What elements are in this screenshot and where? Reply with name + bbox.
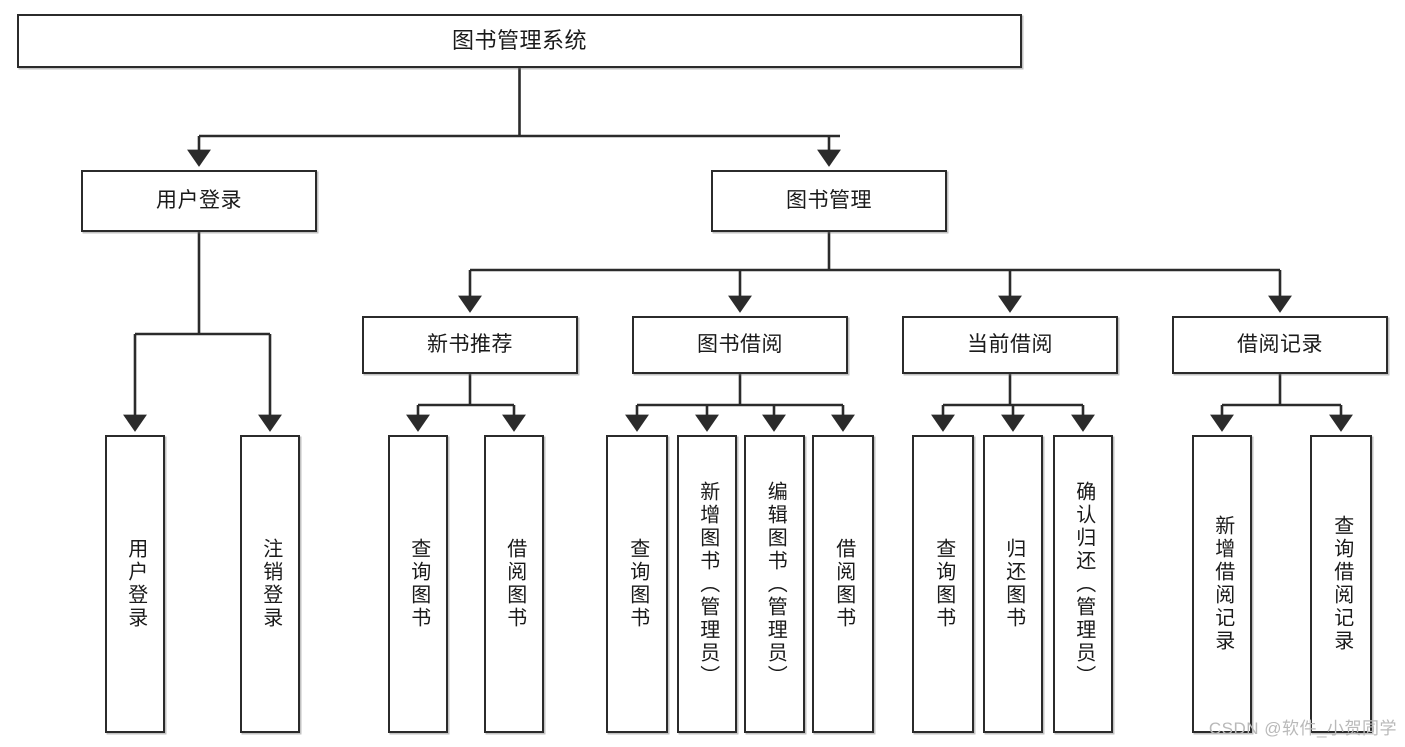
node-book-borrow[interactable]: 图书借阅 — [632, 316, 848, 374]
leaf-query-book-borrow[interactable]: 查询图书 — [606, 435, 668, 733]
node-label: 借阅图书 — [832, 538, 855, 630]
node-label: 当前借阅 — [967, 332, 1053, 356]
node-label: 查询图书 — [932, 538, 955, 630]
node-label: 图书管理 — [786, 188, 872, 212]
node-new-book-recommend[interactable]: 新书推荐 — [362, 316, 578, 374]
node-label: 图书借阅 — [697, 332, 783, 356]
leaf-logout[interactable]: 注销登录 — [240, 435, 300, 733]
leaf-add-borrow-record[interactable]: 新增借阅记录 — [1192, 435, 1252, 733]
watermark: CSDN @软件_小贺同学 — [1208, 719, 1397, 738]
node-label: 新增图书（管理员） — [696, 480, 719, 688]
leaf-query-borrow-record[interactable]: 查询借阅记录 — [1310, 435, 1372, 733]
node-user-login[interactable]: 用户登录 — [81, 170, 317, 232]
node-label: 用户登录 — [124, 538, 147, 630]
node-label: 新书推荐 — [427, 332, 513, 356]
leaf-confirm-return[interactable]: 确认归还（管理员） — [1053, 435, 1113, 733]
leaf-query-book-recommend[interactable]: 查询图书 — [388, 435, 448, 733]
node-current-borrow[interactable]: 当前借阅 — [902, 316, 1118, 374]
leaf-borrow-book[interactable]: 借阅图书 — [812, 435, 874, 733]
node-book-management[interactable]: 图书管理 — [711, 170, 947, 232]
node-book-management-system[interactable]: 图书管理系统 — [17, 14, 1022, 68]
node-label: 借阅记录 — [1237, 332, 1323, 356]
node-borrow-record[interactable]: 借阅记录 — [1172, 316, 1388, 374]
node-label: 借阅图书 — [503, 538, 526, 630]
node-label: 注销登录 — [259, 538, 282, 630]
node-label: 查询图书 — [407, 538, 430, 630]
leaf-user-login[interactable]: 用户登录 — [105, 435, 165, 733]
leaf-add-book[interactable]: 新增图书（管理员） — [677, 435, 737, 733]
leaf-borrow-book-recommend[interactable]: 借阅图书 — [484, 435, 544, 733]
node-label: 新增借阅记录 — [1211, 515, 1234, 653]
leaf-return-book[interactable]: 归还图书 — [983, 435, 1043, 733]
node-label: 确认归还（管理员） — [1072, 480, 1095, 688]
leaf-query-book-current[interactable]: 查询图书 — [912, 435, 974, 733]
leaf-edit-book[interactable]: 编辑图书（管理员） — [744, 435, 805, 733]
node-label: 用户登录 — [156, 188, 242, 212]
node-label: 查询图书 — [626, 538, 649, 630]
node-label: 编辑图书（管理员） — [764, 480, 787, 688]
node-label: 查询借阅记录 — [1330, 515, 1353, 653]
node-label: 归还图书 — [1002, 538, 1025, 630]
node-label: 图书管理系统 — [451, 28, 587, 54]
